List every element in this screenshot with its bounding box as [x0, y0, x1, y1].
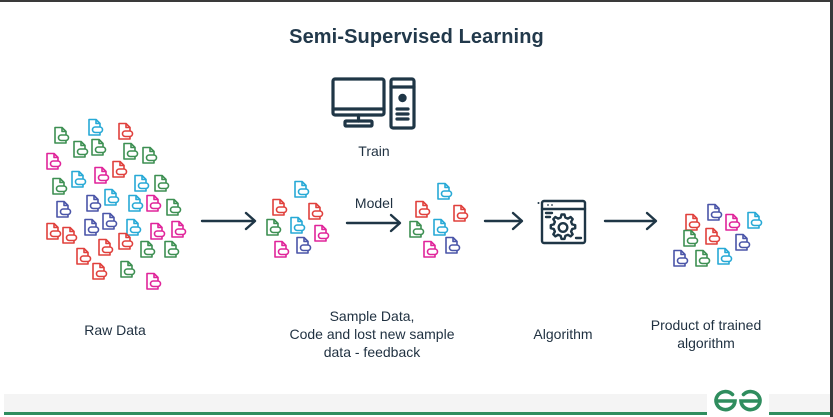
document-icon — [704, 227, 721, 246]
document-icon — [125, 218, 142, 237]
document-icon — [295, 236, 312, 255]
document-icon — [103, 188, 120, 207]
document-icon — [91, 262, 108, 281]
document-icon — [119, 260, 136, 279]
document-icon — [83, 218, 100, 237]
raw-data-cluster — [45, 112, 190, 290]
document-icon — [85, 194, 102, 213]
document-icon — [87, 118, 104, 137]
document-icon — [75, 247, 92, 266]
document-icon — [70, 170, 87, 189]
document-icon — [163, 240, 180, 259]
document-icon — [289, 216, 306, 235]
arrow-right-icon — [603, 211, 659, 231]
document-icon — [97, 238, 114, 257]
document-icon — [145, 194, 162, 213]
document-icon — [141, 146, 158, 165]
model-arrow-icon — [345, 213, 403, 233]
document-icon — [313, 224, 330, 243]
document-icon — [271, 198, 288, 217]
document-icon — [61, 226, 78, 245]
footer-band — [4, 394, 830, 413]
document-icon — [436, 182, 453, 201]
document-icon — [93, 166, 110, 185]
document-icon — [452, 204, 469, 223]
document-icon — [716, 247, 733, 266]
algorithm-label: Algorithm — [533, 326, 593, 342]
document-icon — [672, 249, 689, 268]
window-frame-top — [0, 0, 833, 2]
document-icon — [149, 222, 166, 241]
document-icon — [122, 142, 139, 161]
document-icon — [90, 138, 107, 157]
document-icon — [145, 272, 162, 291]
model-arrow-label: Model — [354, 195, 394, 211]
document-icon — [293, 180, 310, 199]
product-cluster — [672, 203, 772, 268]
document-icon — [265, 218, 282, 237]
document-icon — [684, 213, 701, 232]
geeksforgeeks-logo-icon — [712, 388, 764, 414]
document-icon — [117, 122, 134, 141]
document-icon — [101, 212, 118, 231]
model-output-cluster — [408, 182, 478, 260]
arrow-right-icon — [200, 211, 258, 231]
document-icon — [414, 200, 431, 219]
document-icon — [307, 202, 324, 221]
product-label: Product of trained algorithm — [650, 317, 762, 351]
document-icon — [170, 220, 187, 239]
document-icon — [127, 194, 144, 213]
window-frame-right — [830, 0, 833, 417]
document-icon — [55, 200, 72, 219]
document-icon — [422, 240, 439, 259]
gear-window-icon — [536, 198, 588, 246]
raw-data-label: Raw Data — [84, 322, 146, 338]
document-icon — [117, 232, 134, 251]
document-icon — [273, 240, 290, 259]
document-icon — [51, 177, 68, 196]
document-icon — [133, 174, 150, 193]
document-icon — [72, 140, 89, 159]
document-icon — [153, 174, 170, 193]
sample-data-label: Sample Data, Code and lost new sample da… — [289, 308, 455, 360]
document-icon — [408, 220, 425, 239]
arrow-right-icon — [483, 211, 525, 231]
document-icon — [139, 240, 156, 259]
diagram-title: Semi-Supervised Learning — [289, 26, 544, 48]
document-icon — [111, 160, 128, 179]
footer-line — [4, 412, 830, 415]
document-icon — [53, 126, 70, 145]
document-icon — [165, 198, 182, 217]
train-label: Train — [358, 143, 390, 159]
sample-data-cluster — [265, 180, 340, 262]
document-icon — [706, 203, 723, 222]
document-icon — [746, 211, 763, 230]
document-icon — [734, 233, 751, 252]
document-icon — [682, 229, 699, 248]
document-icon — [45, 152, 62, 171]
desktop-computer-icon — [330, 76, 418, 132]
document-icon — [444, 236, 461, 255]
document-icon — [432, 218, 449, 237]
document-icon — [45, 222, 62, 241]
document-icon — [724, 213, 741, 232]
document-icon — [694, 249, 711, 268]
